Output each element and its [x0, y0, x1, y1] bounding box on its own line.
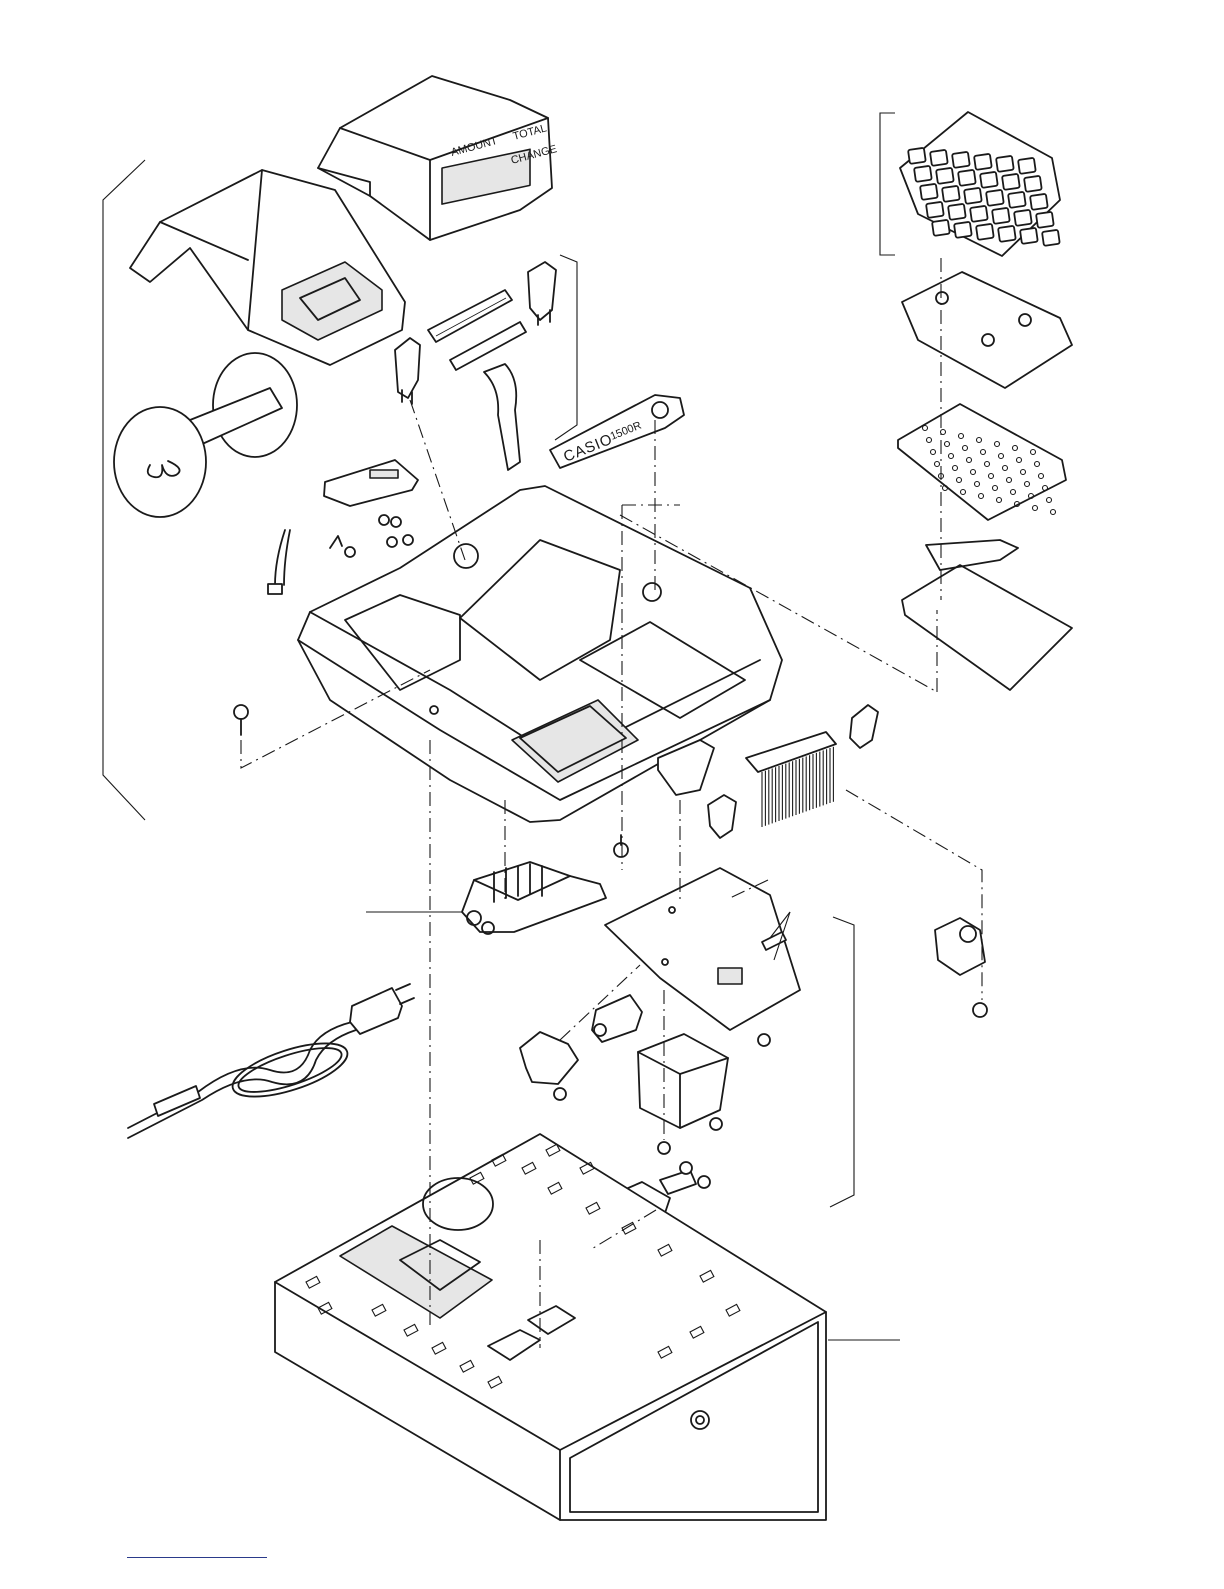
- keycap: [998, 226, 1016, 242]
- display-bracket-left: [708, 795, 736, 838]
- power-switch: [935, 918, 987, 1017]
- keycap: [920, 184, 938, 200]
- group-bracket-right-pcb: [830, 917, 854, 1207]
- power-cord: [128, 984, 414, 1138]
- footer-rule: [127, 1557, 267, 1558]
- keycap: [958, 170, 976, 186]
- keycap: [970, 206, 988, 222]
- nameplate: CASIO 1500R: [550, 395, 684, 468]
- paper-roll-holder: [114, 353, 297, 517]
- keycap: [996, 156, 1014, 172]
- keycap: [932, 220, 950, 236]
- display-module: [746, 732, 836, 827]
- keycap: [954, 222, 972, 238]
- contact-dot: [1033, 506, 1038, 511]
- keycap: [986, 190, 1004, 206]
- paper-cutter-guide: [324, 460, 418, 506]
- keycap: [914, 166, 932, 182]
- keycap: [936, 168, 954, 184]
- keytop-assembly: [900, 112, 1060, 256]
- contact-dot: [1051, 510, 1056, 515]
- motor-bracket: [520, 1032, 578, 1100]
- screw-left: [234, 705, 248, 735]
- keycap: [964, 188, 982, 204]
- keycap: [1020, 228, 1038, 244]
- print-head-bracket-right: [528, 262, 556, 325]
- cash-drawer: [275, 1134, 826, 1520]
- print-head-bracket-left: [395, 338, 420, 404]
- keycap: [926, 202, 944, 218]
- keycap: [948, 204, 966, 220]
- print-head-comb: [428, 290, 526, 370]
- keycap: [974, 154, 992, 170]
- keycap: [908, 148, 926, 164]
- wire-harness-small: [268, 530, 290, 594]
- group-bracket-keyboard: [880, 113, 895, 255]
- motor: [592, 995, 642, 1042]
- keycap: [1024, 176, 1042, 192]
- display-bracket-right: [850, 705, 878, 748]
- screw-center: [614, 835, 628, 857]
- solenoid-box: [638, 1034, 770, 1154]
- keycap: [1036, 212, 1054, 228]
- keyboard-sheet-upper: [902, 272, 1072, 388]
- keycap: [1014, 210, 1032, 226]
- keycap: [952, 152, 970, 168]
- keyboard-sheet-contact: [898, 404, 1066, 520]
- keycap: [1008, 192, 1026, 208]
- keycap: [942, 186, 960, 202]
- keycap: [1018, 158, 1036, 174]
- group-bracket-printer-top: [555, 255, 577, 440]
- keycap: [1002, 174, 1020, 190]
- keyboard-base-plate: [902, 540, 1072, 690]
- printer-mechanism: [462, 862, 606, 934]
- keycap: [980, 172, 998, 188]
- keycap: [930, 150, 948, 166]
- spring-parts: [330, 515, 413, 557]
- keycap: [976, 224, 994, 240]
- keycap: [1030, 194, 1048, 210]
- contact-dot: [1047, 498, 1052, 503]
- keycap: [1042, 230, 1060, 246]
- display-cover: AMOUNT TOTAL CHANGE: [318, 76, 558, 240]
- printer-cover: [130, 170, 405, 365]
- flex-ribbon-cable: [484, 364, 520, 470]
- keycap: [992, 208, 1010, 224]
- main-lower-case: [298, 486, 782, 822]
